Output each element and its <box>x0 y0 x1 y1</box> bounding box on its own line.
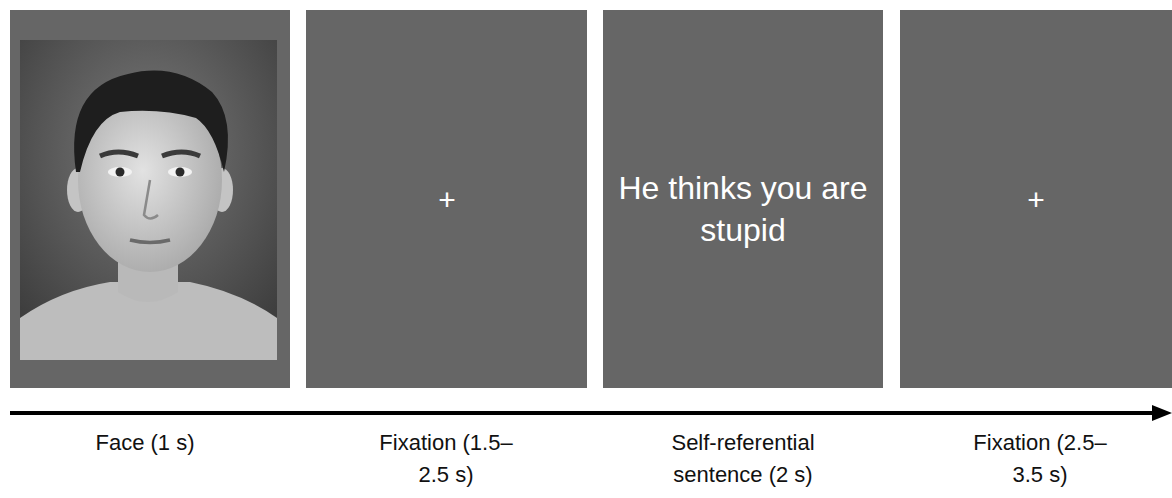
face-panel <box>10 10 290 388</box>
self-referential-sentence: He thinks you are stupid <box>618 168 868 251</box>
fixation-cross: + <box>417 180 477 219</box>
fixation-panel: + <box>900 10 1172 388</box>
stage-label: Fixation (1.5–2.5 s) <box>376 427 516 491</box>
stage-label: Self-referential sentence (2 s) <box>643 427 843 491</box>
fixation-panel: + <box>306 10 587 388</box>
timeline-arrow <box>10 405 1172 421</box>
face-photo <box>20 40 277 360</box>
stage-label: Fixation (2.5–3.5 s) <box>970 427 1110 491</box>
fixation-cross: + <box>1006 180 1066 219</box>
stage-label: Face (1 s) <box>45 427 245 459</box>
sentence-panel: He thinks you are stupid <box>603 10 883 388</box>
